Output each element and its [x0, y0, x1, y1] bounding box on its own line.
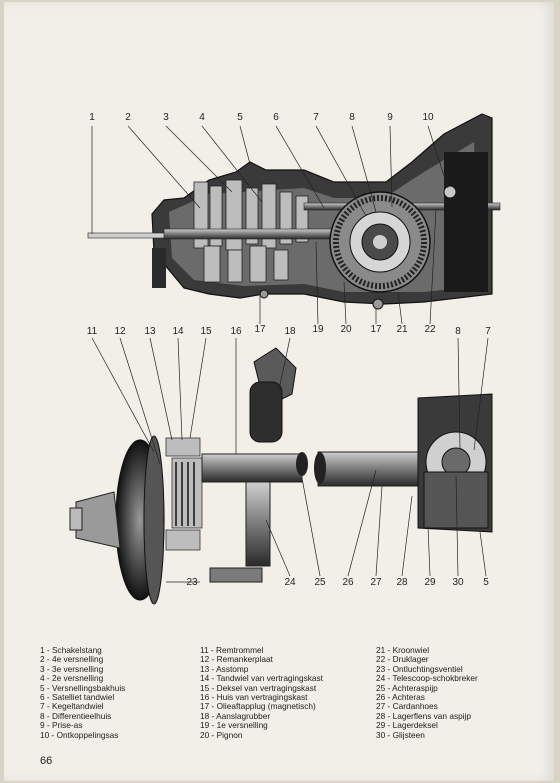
- legend-item: 15 - Deksel van vertragingskast: [200, 682, 317, 693]
- callout-27: 27: [370, 577, 382, 588]
- gearbox-cutaway-illustration: [69, 113, 501, 605]
- callout-5b: 5: [483, 577, 489, 588]
- callout-24: 24: [284, 577, 296, 588]
- legend-item: 27 - Cardanhoes: [376, 701, 438, 712]
- callout-15: 15: [200, 326, 212, 337]
- legend-item: 16 - Huis van vertragingskast: [200, 692, 308, 703]
- legend-item: 18 - Aanslagrubber: [200, 710, 271, 721]
- legend-item: 21 - Kroonwiel: [376, 645, 430, 655]
- legend-column-3: 21 - Kroonwiel 22 - Druklager 23 - Ontlu…: [376, 645, 478, 740]
- legend-item: 23 - Ontluchtingsventiel: [376, 663, 463, 674]
- legend-item: 25 - Achteraspijp: [376, 682, 438, 693]
- callout-19: 19: [312, 324, 324, 335]
- callout-25: 25: [314, 577, 326, 588]
- legend-item: 14 - Tandwiel van vertragingskast: [200, 673, 323, 684]
- callout-1: 1: [89, 112, 95, 123]
- legend-item: 17 - Olieaftapplug (magnetisch): [200, 701, 316, 712]
- legend-item: 7 - Kegeltandwiel: [40, 701, 104, 712]
- legend-item: 9 - Prise-as: [40, 720, 83, 731]
- callout-8b: 8: [455, 326, 461, 337]
- legend-item: 5 - Versnellingsbakhuis: [40, 682, 126, 693]
- legend-item: 28 - Lagerflens van aspijp: [376, 710, 472, 721]
- legend-item: 22 - Druklager: [376, 654, 429, 665]
- legend-item: 10 - Ontkoppelingsas: [40, 729, 119, 740]
- callout-14: 14: [172, 326, 184, 337]
- callout-17a: 17: [254, 324, 266, 335]
- callout-30: 30: [452, 577, 464, 588]
- legend-item: 24 - Telescoop-schokbreker: [376, 673, 478, 684]
- legend-item: 11 - Remtrommel: [200, 645, 264, 655]
- legend-item: 6 - Satelliet tandwiel: [40, 692, 115, 703]
- callout-26: 26: [342, 577, 354, 588]
- callout-12: 12: [114, 326, 126, 337]
- callout-11: 11: [86, 326, 98, 337]
- callout-6: 6: [273, 112, 279, 123]
- legend-item: 4 - 2e versnelling: [40, 673, 104, 684]
- callout-17b: 17: [370, 324, 382, 335]
- callout-2: 2: [125, 112, 131, 123]
- callout-22: 22: [424, 324, 436, 335]
- legend-column-2: 11 - Remtrommel 12 - Remankerplaat 13 - …: [200, 645, 323, 740]
- callout-23: 23: [186, 577, 198, 588]
- page-number: 66: [40, 755, 53, 767]
- legend-item: 26 - Achteras: [376, 692, 425, 703]
- legend-item: 8 - Differentieelhuis: [40, 710, 112, 721]
- callout-20: 20: [340, 324, 352, 335]
- legend-item: 2 - 4e versnelling: [40, 654, 104, 665]
- legend-item: 1 - Schakelstang: [40, 645, 102, 655]
- callout-10: 10: [422, 112, 434, 123]
- legend-item: 20 - Pignon: [200, 729, 243, 740]
- callout-16: 16: [230, 326, 242, 337]
- callout-9: 9: [387, 112, 393, 123]
- callout-13: 13: [144, 326, 156, 337]
- callout-28: 28: [396, 577, 408, 588]
- legend-item: 29 - Lagerdeksel: [376, 720, 438, 731]
- callout-3: 3: [163, 112, 169, 123]
- book-page: 1 2 3 4 5 6 7 8 9 10 17 19 20 17 21 22 1…: [4, 2, 554, 781]
- callout-8: 8: [349, 112, 355, 123]
- callout-21: 21: [396, 324, 408, 335]
- callout-18: 18: [284, 326, 296, 337]
- callout-29: 29: [424, 577, 436, 588]
- callout-5: 5: [237, 112, 243, 123]
- legend-item: 13 - Asstomp: [200, 663, 249, 674]
- legend-item: 30 - Glijsteen: [376, 729, 425, 740]
- callout-7: 7: [313, 112, 319, 123]
- callout-4: 4: [199, 112, 205, 123]
- legend-item: 12 - Remankerplaat: [200, 654, 273, 665]
- legend-item: 19 - 1e versnelling: [200, 720, 268, 731]
- legend-column-1: 1 - Schakelstang 2 - 4e versnelling 3 - …: [40, 645, 126, 740]
- callout-7b: 7: [485, 326, 491, 337]
- legend-item: 3 - 3e versnelling: [40, 663, 104, 674]
